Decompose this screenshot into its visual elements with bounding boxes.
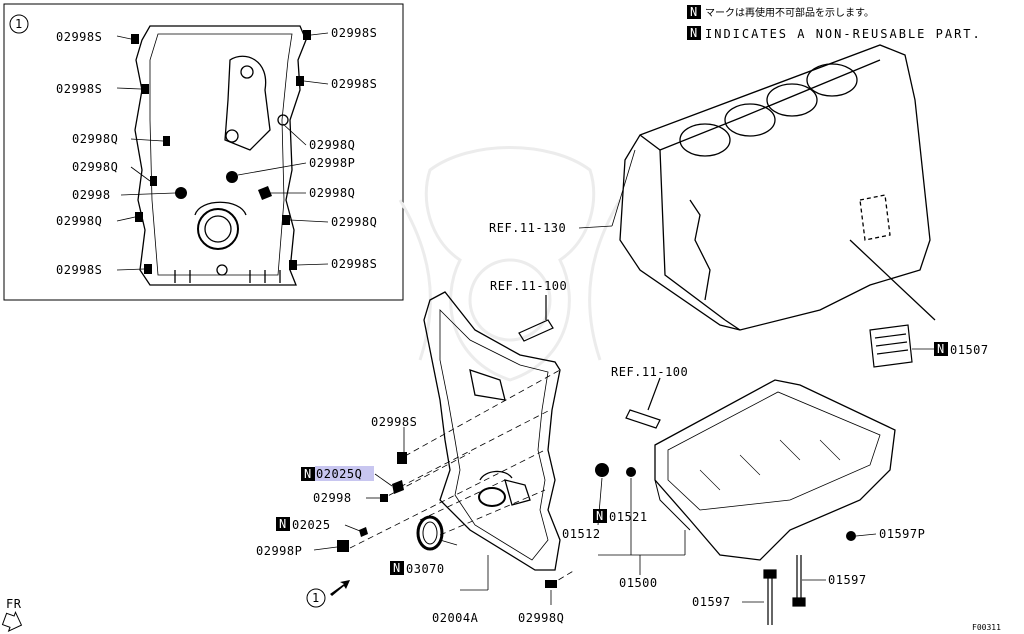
part-02025: 02025 <box>292 518 331 532</box>
n-badge-02025q <box>301 467 315 481</box>
non-reusable-note: N マークは再使用不可部品を示します。 N INDICATES A NON-RE… <box>687 5 982 41</box>
inset-bolt-02998q <box>258 186 272 200</box>
n-badge-02025 <box>276 517 290 531</box>
n-letter-01507: N <box>937 342 945 356</box>
part-02998s: 02998S <box>371 415 417 429</box>
ref-11-100-pan: REF.11-100 <box>611 365 688 379</box>
n-letter-02025: N <box>279 517 287 531</box>
n-badge-en-letter: N <box>690 26 698 40</box>
oil-pan-drawing <box>654 379 896 561</box>
main-callout-circle <box>306 588 326 608</box>
assembly-dashes <box>349 369 576 586</box>
engine-block-drawing <box>611 44 936 331</box>
callout-arrow-icon <box>330 580 350 596</box>
watermark-emblem <box>398 146 622 382</box>
inset-label-left-4: 02998Q <box>72 160 118 174</box>
inset-label-left-1: 02998S <box>56 30 102 44</box>
n-badge-jp <box>687 5 701 19</box>
part-02998p: 02998P <box>256 544 302 558</box>
part-02025q: 02025Q <box>316 467 362 481</box>
inset-label-left-3: 02998Q <box>72 132 118 146</box>
n-badge-en <box>687 26 701 40</box>
inset-label-right-5: 02998Q <box>309 186 355 200</box>
inset-label-left-7: 02998S <box>56 263 102 277</box>
note-japanese: マークは再使用不可部品を示します。 <box>705 6 874 19</box>
inset-label-right-2: 02998S <box>331 77 377 91</box>
timing-cover-drawing <box>423 291 561 571</box>
part-01521: 01521 <box>609 510 648 524</box>
inset-label-right-7: 02998S <box>331 257 377 271</box>
note-english: INDICATES A NON-REUSABLE PART. <box>705 27 982 41</box>
highlight-02025q <box>315 466 374 481</box>
n-letter-03070: N <box>393 561 401 575</box>
inset-label-left-5: 02998 <box>72 188 111 202</box>
part-01597-upper: 01597 <box>828 573 867 587</box>
main-callout-number: 1 <box>312 591 320 605</box>
part-03070: 03070 <box>406 562 445 576</box>
inset-label-right-1: 02998S <box>331 26 377 40</box>
inset-panel: 1 <box>3 3 404 301</box>
crank-seal-drawing <box>416 515 444 551</box>
part-02998q: 02998Q <box>518 611 564 625</box>
inset-label-left-6: 02998Q <box>56 214 102 228</box>
part-01500: 01500 <box>619 576 658 590</box>
ref-11-100-cover: REF.11-100 <box>490 279 567 293</box>
inset-label-left-2: 02998S <box>56 82 102 96</box>
n-letter-01521: N <box>596 509 604 523</box>
inset-leaders <box>116 32 329 271</box>
part-01597-lower: 01597 <box>692 595 731 609</box>
inset-label-right-6: 02998Q <box>331 215 377 229</box>
ref-11-130: REF.11-130 <box>489 221 566 235</box>
n-letter-02025q: N <box>304 467 312 481</box>
inset-bolt-heads <box>131 30 311 274</box>
part-02998: 02998 <box>313 491 352 505</box>
inset-label-right-3: 02998Q <box>309 138 355 152</box>
n-badge-03070 <box>390 561 404 575</box>
n-badge-jp-letter: N <box>690 5 698 19</box>
inset-label-right-4: 02998P <box>309 156 355 170</box>
pan-long-bolts <box>763 555 806 625</box>
oil-strainer-drawing <box>869 324 913 368</box>
n-badge-01507 <box>934 342 948 356</box>
inset-plug <box>226 171 238 183</box>
part-02004a: 02004A <box>432 611 479 625</box>
inset-callout-number: 1 <box>15 17 23 31</box>
part-01507: 01507 <box>950 343 989 357</box>
figure-code: F00311 <box>972 623 1001 632</box>
part-01597p: 01597P <box>879 527 925 541</box>
n-badge-01521 <box>593 509 607 523</box>
inset-timing-cover-drawing <box>134 25 307 286</box>
inset-bolt-02998 <box>175 187 187 199</box>
fr-label: FR <box>6 597 22 611</box>
main-bolts <box>337 452 856 588</box>
inset-callout-circle <box>9 14 29 34</box>
ref-strips <box>518 295 661 429</box>
part-01512: 01512 <box>562 527 601 541</box>
front-arrow-icon <box>1 610 23 633</box>
